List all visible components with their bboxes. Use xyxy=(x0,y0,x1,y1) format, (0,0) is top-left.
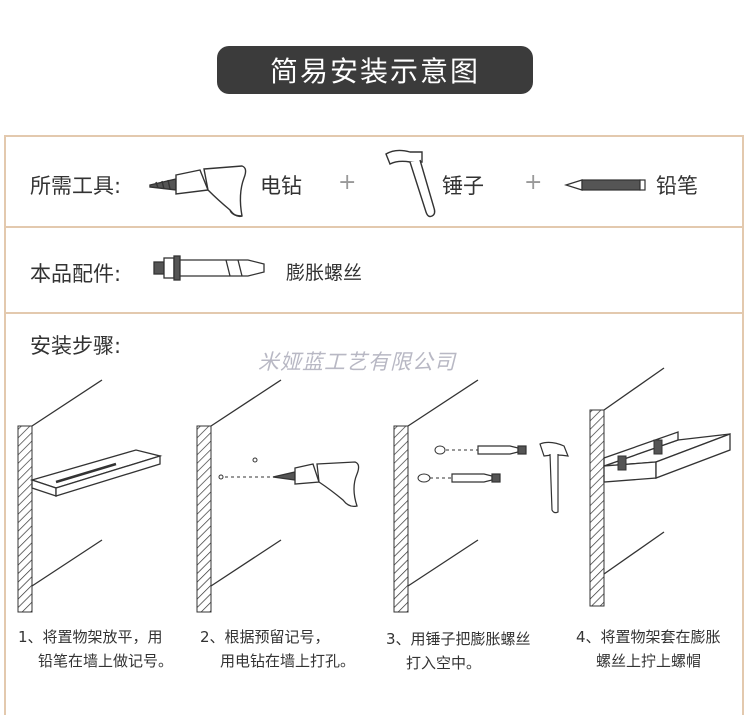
parts-label: 本品配件: xyxy=(30,262,122,286)
plus-sign-2: + xyxy=(524,170,543,195)
step3-line1: 3、用锤子把膨胀螺丝 xyxy=(386,630,531,648)
drill-icon xyxy=(149,165,247,218)
part-bolt-label: 膨胀螺丝 xyxy=(286,262,363,284)
step1-illustration xyxy=(17,379,163,613)
divider-parts xyxy=(4,312,744,314)
step1-caption: 1、将置物架放平，用 铅笔在墙上做记号。 xyxy=(18,625,173,673)
step3-illustration xyxy=(393,379,569,613)
page-title: 简易安装示意图 xyxy=(217,46,533,94)
step4-caption: 4、将置物架套在膨胀 螺丝上拧上螺帽 xyxy=(576,625,721,673)
instruction-frame xyxy=(4,135,744,715)
hammer-icon xyxy=(385,149,436,218)
tool-drill-label: 电钻 xyxy=(260,174,302,198)
step2-caption: 2、根据预留记号， 用电钻在墙上打孔。 xyxy=(200,625,355,673)
expansion-bolt-icon xyxy=(153,255,265,281)
tools-label: 所需工具: xyxy=(30,174,122,198)
plus-sign-1: + xyxy=(338,170,357,195)
tool-pencil-label: 铅笔 xyxy=(656,174,698,198)
step3-caption: 3、用锤子把膨胀螺丝 打入空中。 xyxy=(386,627,531,675)
divider-tools xyxy=(4,226,744,228)
pencil-icon xyxy=(563,179,646,191)
step3-line2: 打入空中。 xyxy=(406,654,482,672)
step1-line1: 1、将置物架放平，用 xyxy=(18,628,163,646)
step4-illustration xyxy=(589,367,731,607)
step1-line2: 铅笔在墙上做记号。 xyxy=(38,652,174,670)
step4-line2: 螺丝上拧上螺帽 xyxy=(596,652,702,670)
watermark: 米娅蓝工艺有限公司 xyxy=(258,350,456,374)
step4-line1: 4、将置物架套在膨胀 xyxy=(576,628,721,646)
tool-hammer-label: 锤子 xyxy=(442,174,484,198)
step2-line2: 用电钻在墙上打孔。 xyxy=(220,652,356,670)
step2-illustration xyxy=(196,379,360,613)
steps-label: 安装步骤: xyxy=(30,334,122,358)
step2-line1: 2、根据预留记号， xyxy=(200,628,330,646)
